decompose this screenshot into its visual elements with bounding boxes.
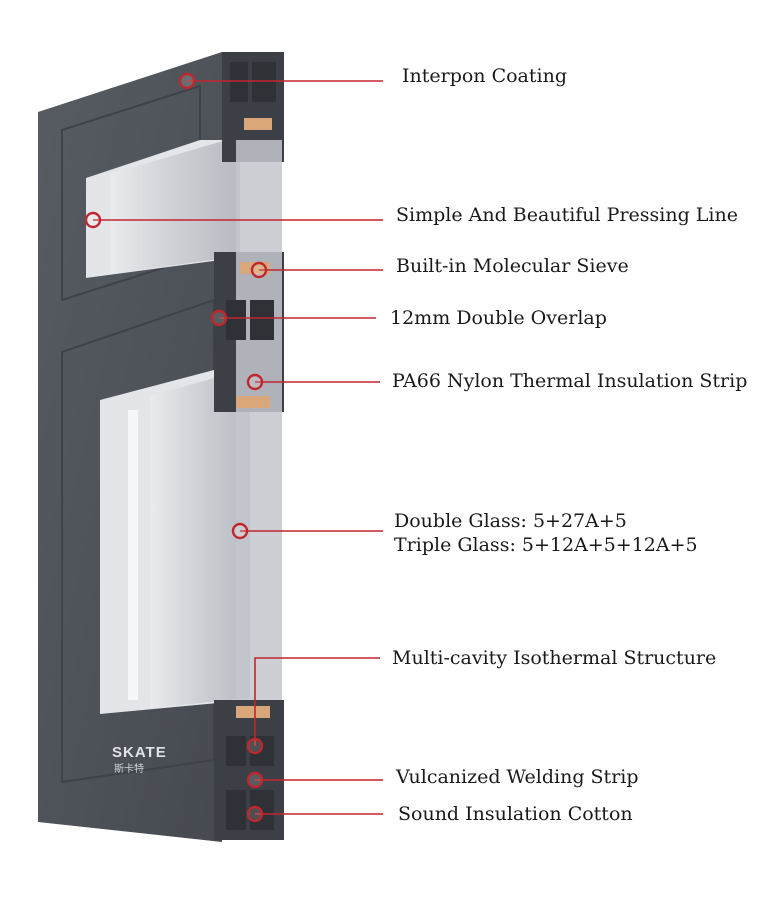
callout-marker-nylon-strip: [246, 373, 264, 391]
callout-label-interpon-coating: Interpon Coating: [402, 64, 567, 88]
callout-marker-isothermal: [246, 737, 264, 755]
callout-label-sound-cotton: Sound Insulation Cotton: [398, 802, 633, 826]
callout-text: Sound Insulation Cotton: [398, 803, 633, 825]
callout-text: Double Glass: 5+27A+5: [394, 510, 627, 532]
callout-marker-welding-strip: [246, 771, 264, 789]
glass-reflection: [128, 410, 138, 700]
callout-text: Simple And Beautiful Pressing Line: [396, 204, 738, 226]
lower-glass-pane: [150, 368, 250, 708]
callout-text: Interpon Coating: [402, 65, 567, 87]
callout-label-double-overlap: 12mm Double Overlap: [390, 306, 607, 330]
callout-text: Built-in Molecular Sieve: [396, 255, 629, 277]
callout-text: Triple Glass: 5+12A+5+12A+5: [394, 534, 698, 556]
callout-marker-sound-cotton: [246, 805, 264, 823]
callout-marker-pressing-line: [84, 211, 102, 229]
profile-cavities: [226, 62, 276, 830]
callout-text: PA66 Nylon Thermal Insulation Strip: [392, 370, 748, 392]
brand-logo-subtext: 斯卡特: [114, 762, 144, 775]
callout-lines: [84, 72, 383, 823]
callout-label-pressing-line: Simple And Beautiful Pressing Line: [396, 203, 738, 227]
callout-text: Vulcanized Welding Strip: [396, 766, 639, 788]
brand-logo: SKATE: [112, 744, 167, 761]
callout-label-nylon-strip: PA66 Nylon Thermal Insulation Strip: [392, 369, 747, 393]
callout-label-isothermal: Multi-cavity Isothermal Structure: [392, 646, 716, 670]
callout-marker-interpon-coating: [178, 72, 196, 90]
callout-marker-glass: [231, 522, 249, 540]
glass-edge: [236, 140, 282, 700]
callout-text: 12mm Double Overlap: [390, 307, 607, 329]
callout-label-welding-strip: Vulcanized Welding Strip: [396, 765, 639, 789]
upper-glass-pane: [110, 136, 240, 274]
callout-text: Multi-cavity Isothermal Structure: [392, 647, 717, 669]
callout-line-isothermal: [254, 657, 380, 746]
callout-label-molecular-sieve: Built-in Molecular Sieve: [396, 254, 629, 278]
callout-marker-molecular-sieve: [250, 261, 268, 279]
callout-marker-double-overlap: [210, 309, 228, 327]
